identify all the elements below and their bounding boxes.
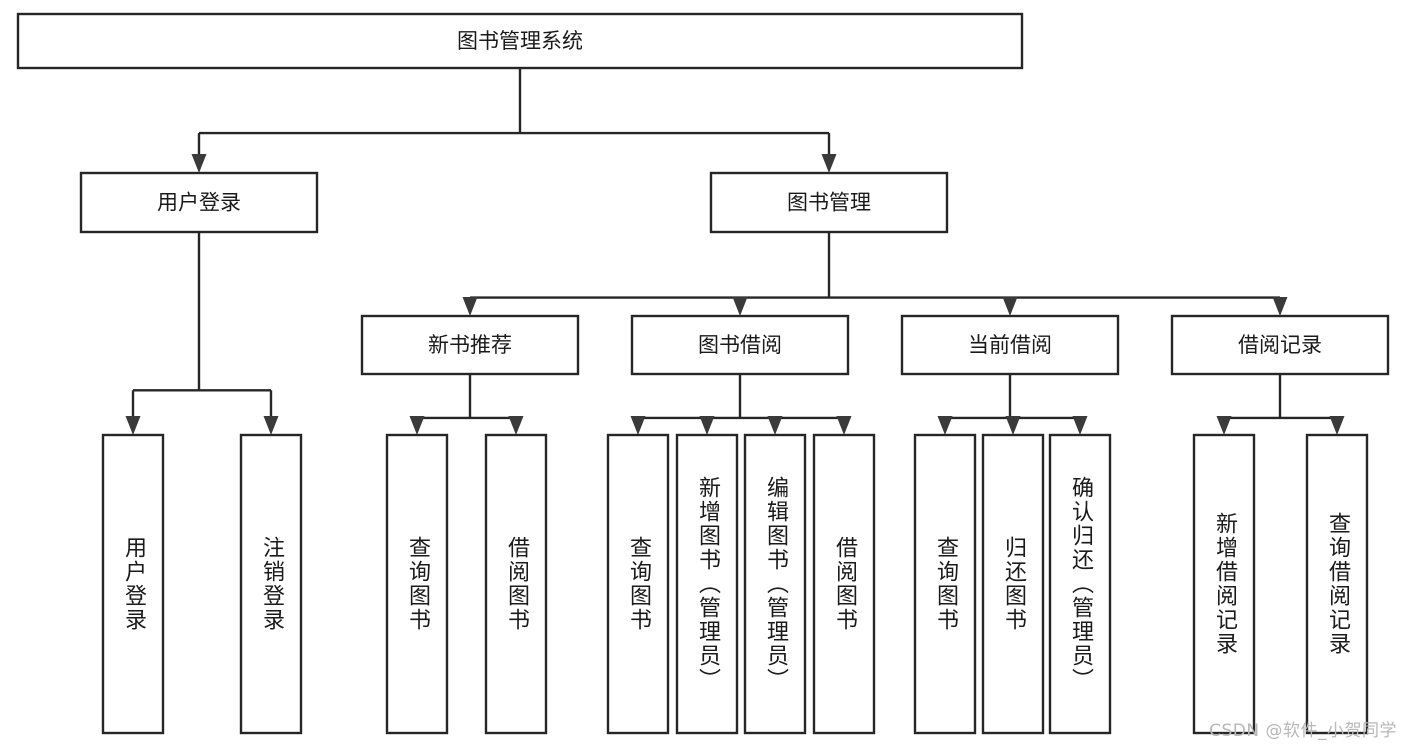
node-label-current-borrow: 当前借阅 xyxy=(968,333,1052,357)
edge-arrowhead xyxy=(1002,297,1018,316)
edge-arrowhead xyxy=(409,416,425,435)
node-label-user-login: 用户登录 xyxy=(157,191,241,215)
node-box-leaf-confirm-return[interactable] xyxy=(1048,433,1112,735)
edge-arrowhead xyxy=(462,297,478,316)
node-box-leaf-query-book-3[interactable] xyxy=(913,433,977,735)
edge-arrowhead xyxy=(1005,416,1021,435)
node-label-book-borrow: 图书借阅 xyxy=(698,333,782,357)
watermark-text: CSDN @软件_小贺同学 xyxy=(1209,721,1397,741)
node-box-layer xyxy=(16,12,1390,735)
node-label-borrow-record: 借阅记录 xyxy=(1238,333,1322,357)
connector-layer xyxy=(125,68,1345,435)
edge-arrowhead xyxy=(125,416,141,435)
node-box-leaf-add-record[interactable] xyxy=(1192,433,1256,735)
node-box-leaf-query-record[interactable] xyxy=(1305,433,1369,735)
edge-arrowhead xyxy=(821,154,837,173)
node-box-leaf-user-login[interactable] xyxy=(101,433,165,735)
node-box-root[interactable] xyxy=(16,12,1024,70)
node-box-book-borrow[interactable] xyxy=(630,314,850,376)
edge-arrowhead xyxy=(1329,416,1345,435)
node-box-leaf-edit-book[interactable] xyxy=(743,433,807,735)
node-label-root: 图书管理系统 xyxy=(457,29,583,53)
edge-arrowhead xyxy=(191,154,207,173)
edge-arrowhead xyxy=(836,416,852,435)
edge-arrowhead xyxy=(1072,416,1088,435)
node-box-book-manage[interactable] xyxy=(709,171,949,234)
node-box-new-book-rec[interactable] xyxy=(360,314,580,376)
node-box-leaf-user-logout[interactable] xyxy=(239,433,303,735)
node-label-book-manage: 图书管理 xyxy=(787,191,871,215)
edge-arrowhead xyxy=(767,416,783,435)
edge-arrowhead xyxy=(508,416,524,435)
node-box-leaf-query-book-2[interactable] xyxy=(606,433,670,735)
edge-arrowhead xyxy=(1272,297,1288,316)
edge-arrowhead xyxy=(630,416,646,435)
edge-arrowhead xyxy=(1216,416,1232,435)
node-box-leaf-borrow-book-1[interactable] xyxy=(484,433,548,735)
edge-arrowhead xyxy=(263,416,279,435)
edge-arrowhead xyxy=(732,297,748,316)
node-box-leaf-query-book-1[interactable] xyxy=(385,433,449,735)
node-box-borrow-record[interactable] xyxy=(1170,314,1390,376)
node-box-leaf-add-book[interactable] xyxy=(675,433,739,735)
node-box-leaf-return-book[interactable] xyxy=(981,433,1045,735)
node-box-leaf-borrow-book-2[interactable] xyxy=(812,433,876,735)
edge-arrowhead xyxy=(699,416,715,435)
node-label-new-book-rec: 新书推荐 xyxy=(428,333,512,357)
node-box-current-borrow[interactable] xyxy=(900,314,1120,376)
edge-arrowhead xyxy=(937,416,953,435)
node-box-user-login[interactable] xyxy=(79,171,319,234)
